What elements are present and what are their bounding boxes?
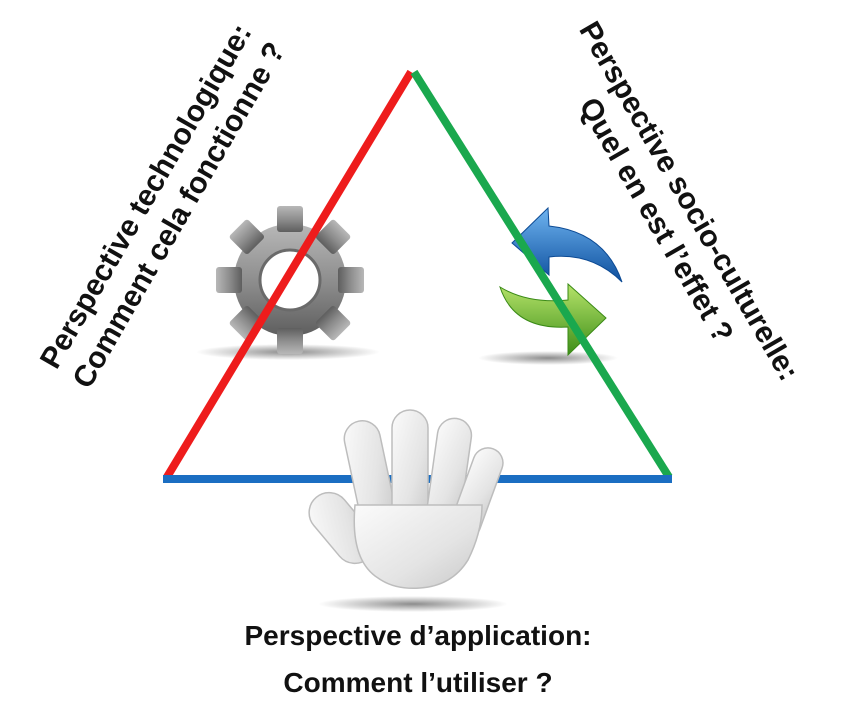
technological-label-line2: Comment cela fonctionne ? (66, 37, 291, 394)
application-label-line2: Comment l’utiliser ? (283, 667, 552, 698)
hand-shadow (318, 596, 508, 612)
application-label-line1: Perspective d’application: (245, 620, 592, 651)
sociocultural-label: Perspective socio-culturelle: Quel en es… (572, 16, 805, 386)
gear-icon (216, 206, 364, 354)
technological-label-line1: Perspective technologique: (34, 18, 258, 374)
sociocultural-label-line1: Perspective socio-culturelle: (572, 16, 805, 386)
technology-edge (163, 69, 415, 480)
refresh-arrows-icon (499, 206, 623, 357)
sociocultural-edge (410, 69, 673, 480)
application-label: Perspective d’application: Comment l’uti… (245, 620, 592, 698)
arrows-shadow (478, 351, 618, 365)
hand-icon (308, 409, 504, 590)
blue-arrow-icon (511, 206, 623, 283)
